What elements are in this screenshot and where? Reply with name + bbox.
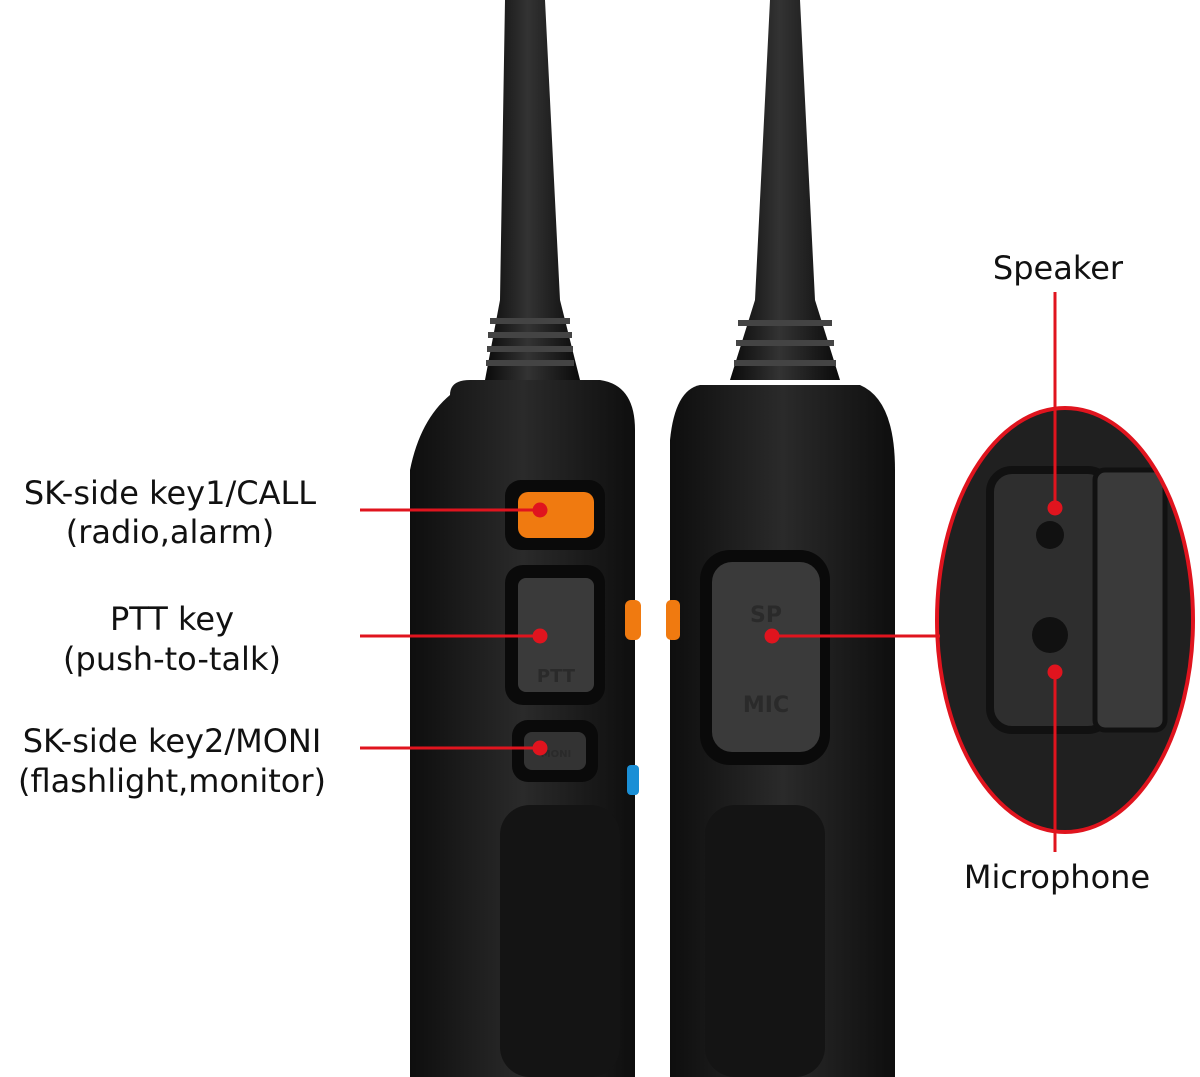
- label-key1-title: SK-side key1/CALL: [24, 474, 316, 512]
- moni-marking: MONI: [541, 749, 572, 760]
- microphone-jack: [1032, 617, 1068, 653]
- call-key[interactable]: [518, 492, 594, 538]
- sp-mic-zoom-callout: [935, 406, 1195, 834]
- antenna-left: [485, 0, 580, 380]
- sp-marking: SP: [750, 603, 782, 628]
- label-key1-sub: (radio,alarm): [66, 513, 275, 551]
- antenna-ribs-left: [486, 318, 574, 366]
- mic-marking: MIC: [743, 693, 789, 718]
- side-key-orange-right: [666, 600, 680, 640]
- ptt-key[interactable]: [518, 578, 594, 692]
- label-key2-title: SK-side key2/MONI: [23, 722, 322, 760]
- left-radio: PTT MONI: [410, 0, 641, 1077]
- label-microphone: Microphone: [964, 858, 1150, 896]
- label-ptt-title: PTT key: [110, 600, 234, 638]
- antenna-right: [730, 0, 840, 380]
- side-key-blue-left: [627, 765, 639, 795]
- speaker-jack: [1036, 521, 1064, 549]
- grip-left: [500, 805, 620, 1077]
- callout-lines: [360, 292, 1063, 852]
- ptt-marking: PTT: [537, 666, 576, 687]
- sp-mic-cover[interactable]: [712, 562, 820, 752]
- right-radio: SP MIC: [666, 0, 895, 1077]
- label-key2-sub: (flashlight,monitor): [18, 762, 326, 800]
- label-ptt-sub: (push-to-talk): [63, 640, 281, 678]
- label-speaker: Speaker: [993, 249, 1124, 287]
- side-key-orange-left: [625, 600, 641, 640]
- grip-right: [705, 805, 825, 1077]
